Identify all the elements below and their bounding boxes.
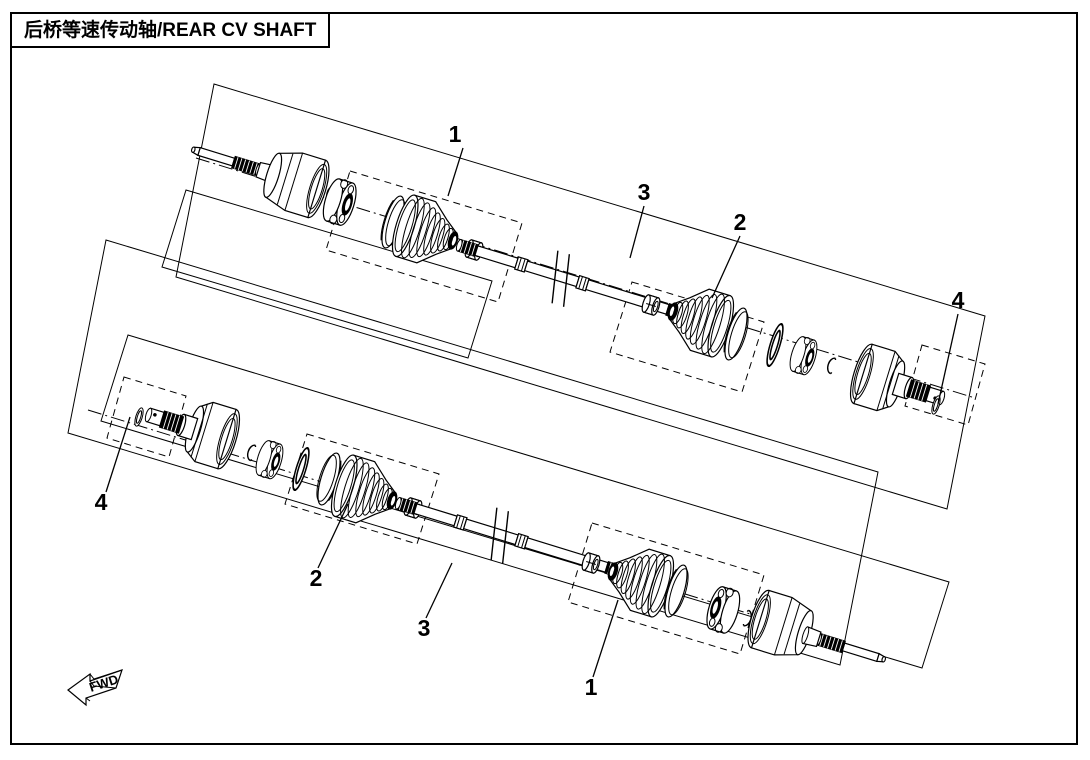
callout-number: 4 — [952, 287, 965, 313]
callout-number: 3 — [418, 615, 431, 641]
stub-shaft-splined — [799, 625, 889, 669]
callout-number: 1 — [585, 674, 598, 700]
detail-box-lower-boot-inner — [284, 433, 440, 545]
spider-cage-bearing-inner — [252, 437, 287, 482]
callout-1-upper: 1 — [447, 121, 464, 197]
fwd-direction-marker: FWD — [67, 669, 123, 707]
callout-number: 1 — [449, 121, 462, 147]
callout-2-upper: 2 — [711, 209, 747, 299]
cv-joint-housing-outer — [257, 144, 335, 221]
rear-cv-shaft-upper-assembly: 1 3 2 4 — [161, 83, 986, 510]
callout-number: 2 — [310, 565, 323, 591]
callout-number: 4 — [95, 489, 108, 515]
stub-shaft-splined — [188, 140, 278, 184]
assembly-frame-upper — [161, 83, 986, 510]
circlip-small-inner — [245, 443, 257, 462]
page-border — [10, 12, 1078, 745]
callout-4-lower: 4 — [95, 416, 131, 515]
page-title: 后桥等速传动轴/REAR CV SHAFT — [24, 19, 317, 41]
rear-cv-shaft-lower-assembly: 4 2 3 1 — [67, 239, 950, 700]
assembly-frame-lower — [67, 239, 950, 669]
callout-3-lower: 3 — [418, 562, 453, 641]
cv-joint-housing-outer — [742, 587, 820, 664]
callout-1-lower: 1 — [585, 599, 619, 700]
detail-box-upper-boot-inner — [609, 281, 765, 393]
callout-3-upper: 3 — [629, 179, 651, 259]
centerline-upper — [195, 157, 976, 399]
title-block: 后桥等速传动轴/REAR CV SHAFT — [10, 12, 331, 48]
callout-number: 2 — [734, 209, 747, 235]
callout-2-lower: 2 — [310, 503, 349, 591]
detail-box-lower-boot-outer — [567, 522, 765, 655]
callout-4-upper: 4 — [937, 287, 965, 405]
callout-number: 3 — [638, 179, 651, 205]
snap-ring — [762, 321, 788, 369]
spider-cage-bearing — [702, 583, 745, 637]
circlip-small-inner — [825, 356, 837, 375]
circlip-end — [132, 406, 146, 428]
spider-cage-bearing-inner — [786, 333, 821, 378]
